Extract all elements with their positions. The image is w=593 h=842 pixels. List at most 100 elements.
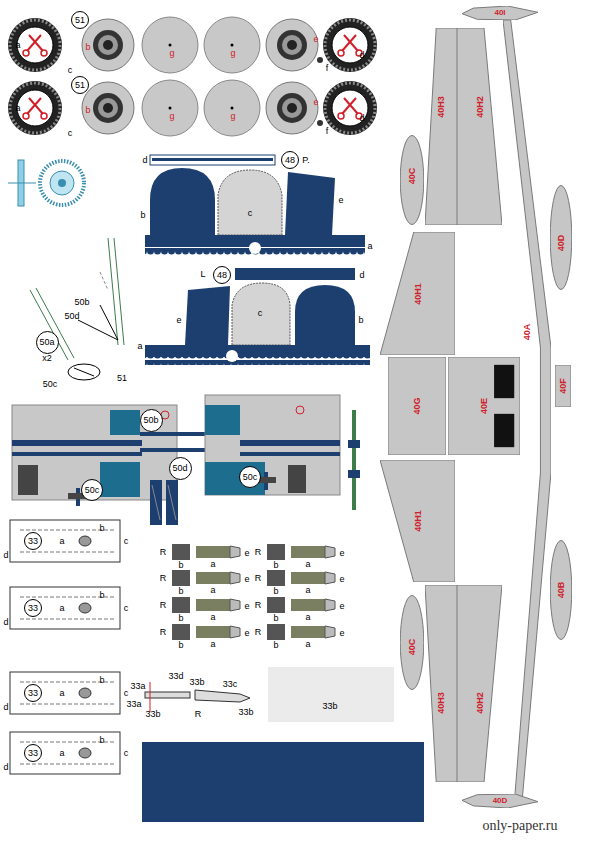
- callout-number: 33: [28, 537, 38, 546]
- callout-circle: 50d: [169, 457, 192, 480]
- part-letter: e: [313, 98, 318, 107]
- callout-circle: 50c: [81, 479, 103, 501]
- panel-label: 40H3: [437, 692, 446, 714]
- part-letter: d: [359, 114, 364, 123]
- wing-panel: 40H3: [425, 28, 457, 225]
- part-letter: 33b: [238, 708, 253, 717]
- callout-number: 50a: [39, 338, 54, 347]
- part-letter: b: [273, 587, 278, 596]
- panel-label: 40H2: [475, 96, 484, 118]
- wing-panel: 40H1: [380, 232, 455, 355]
- part-letter: 33a: [126, 700, 141, 709]
- panel-label: 40H1: [413, 510, 422, 532]
- part-letter: b: [273, 614, 278, 623]
- panel-label: 40I: [494, 9, 505, 17]
- part-letter: 33b: [322, 702, 337, 711]
- part-letter: e: [244, 575, 249, 584]
- part-letter: R: [195, 710, 202, 719]
- part-letter: b: [99, 676, 104, 685]
- part-letter: a: [59, 689, 64, 698]
- callout-number: 33: [28, 749, 38, 758]
- part-letter: 50c: [43, 380, 58, 389]
- part-letter: 50b: [74, 298, 89, 307]
- part-letter: a: [210, 613, 215, 622]
- callout-circle: 50b: [140, 409, 163, 432]
- part-letter: R: [160, 548, 167, 557]
- part-letter: a: [210, 560, 215, 569]
- wing-panel: 40F: [555, 365, 571, 407]
- part-letter: P.: [302, 156, 309, 165]
- part-letter: b: [178, 587, 183, 596]
- wing-panel: 40B: [550, 540, 572, 640]
- part-letter: a: [210, 586, 215, 595]
- part-letter: b: [273, 641, 278, 650]
- part-letter: c: [124, 537, 129, 546]
- callout-number: 48: [217, 271, 227, 280]
- panel-label: 40C: [408, 639, 417, 656]
- callout-number: 33: [28, 604, 38, 613]
- part-letter: c: [124, 604, 129, 613]
- callout-circle: 33: [24, 684, 42, 702]
- panel-label: 40H2: [475, 692, 484, 714]
- part-letter: b: [99, 736, 104, 745]
- callout-circle: 48: [281, 151, 299, 169]
- callout-circle: 51: [71, 76, 89, 94]
- callout-number: 48: [285, 156, 295, 165]
- part-letter: d: [3, 703, 8, 712]
- part-letter: a: [59, 604, 64, 613]
- wing-panel: 40G: [388, 357, 446, 455]
- wing-panel: 40H2: [457, 28, 502, 225]
- part-letter: x2: [42, 354, 52, 363]
- callout-number: 33: [28, 689, 38, 698]
- panel-label: 40B: [557, 582, 566, 599]
- callout-circle: 50a: [36, 331, 59, 354]
- panel-label: 40H3: [437, 96, 446, 118]
- part-letter: 51: [117, 374, 127, 383]
- part-letter: R: [255, 628, 262, 637]
- part-letter: c: [68, 129, 73, 138]
- part-letter: d: [359, 51, 364, 60]
- part-letter: g: [230, 112, 235, 121]
- part-letter: c: [248, 209, 253, 218]
- part-letter: b: [85, 106, 90, 115]
- wing-panel: 40D: [550, 185, 572, 290]
- wing-panel: 40C: [400, 595, 424, 690]
- wing-panel: 40H2: [457, 585, 502, 782]
- part-letter: b: [273, 561, 278, 570]
- part-letter: a: [15, 41, 20, 50]
- part-letter: b: [99, 524, 104, 533]
- callout-number: 50c: [85, 486, 100, 495]
- part-letter: a: [305, 613, 310, 622]
- part-letter: b: [140, 211, 145, 220]
- part-letter: b: [178, 641, 183, 650]
- part-letter: 33b: [145, 710, 160, 719]
- part-letter: g: [169, 49, 174, 58]
- part-letter: 50d: [64, 312, 79, 321]
- wing-panel: 40C: [400, 135, 424, 225]
- panel-label: 40F: [559, 378, 568, 394]
- part-letter: b: [358, 316, 363, 325]
- part-letter: e: [244, 549, 249, 558]
- part-letter: b: [178, 561, 183, 570]
- part-letter: 33a: [130, 682, 145, 691]
- part-letter: e: [338, 196, 343, 205]
- part-letter: e: [313, 35, 318, 44]
- part-letter: e: [244, 602, 249, 611]
- part-letter: 33d: [168, 672, 183, 681]
- wing-panel: 40I: [462, 6, 538, 20]
- part-letter: e: [339, 602, 344, 611]
- part-letter: a: [367, 242, 372, 251]
- callout-number: 51: [75, 16, 85, 25]
- part-letter: c: [124, 689, 129, 698]
- callout-circle: 51: [71, 11, 89, 29]
- panel-label: 40H1: [413, 283, 422, 305]
- callout-circle: 33: [24, 532, 42, 550]
- callout-circle: 33: [24, 599, 42, 617]
- part-letter: a: [137, 342, 142, 351]
- part-letter: f: [326, 127, 329, 136]
- part-letter: d: [142, 156, 147, 165]
- part-letter: a: [305, 560, 310, 569]
- part-letter: b: [178, 614, 183, 623]
- callout-number: 50c: [243, 473, 258, 482]
